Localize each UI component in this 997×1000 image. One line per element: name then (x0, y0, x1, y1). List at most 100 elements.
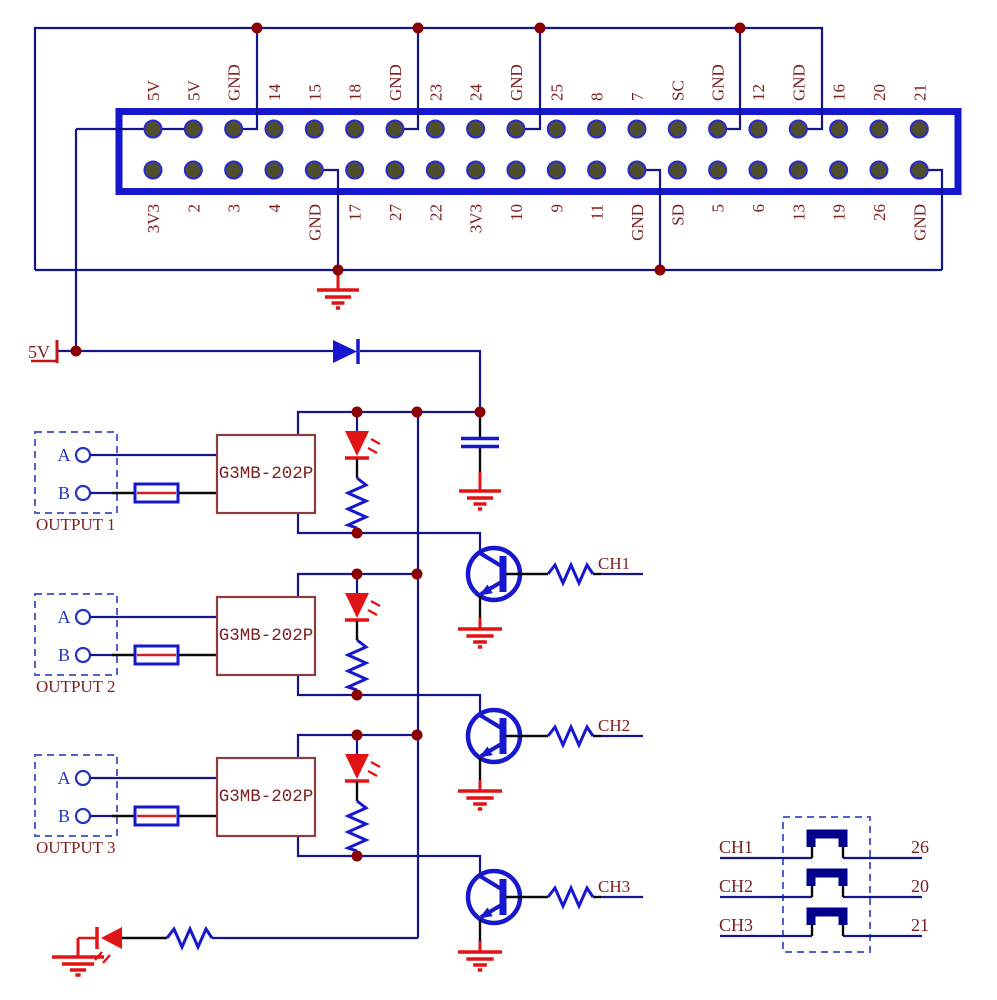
relay-5v-rail (296, 572, 418, 597)
gpio-connector-outline (115, 108, 962, 195)
legend-channel-label: CH1 (719, 837, 753, 857)
jumper-posts (810, 885, 845, 897)
pin-label-top-10: GND (507, 64, 526, 101)
transistor-emitter-arrow (479, 746, 493, 758)
output-label: OUTPUT 2 (36, 677, 116, 696)
junction-dot (351, 729, 363, 741)
resistor (343, 638, 370, 692)
transistor-collector (477, 873, 505, 892)
jumper-bridge (806, 907, 848, 925)
junction-dot (251, 22, 263, 34)
gpio-pin-top (627, 119, 647, 139)
output-terminal-box (34, 431, 118, 514)
pin-label-bottom-14: SD (668, 204, 687, 226)
transistor-collector (477, 550, 505, 569)
pin-label-top-20: 21 (910, 84, 929, 101)
jumper-posts (810, 846, 845, 858)
pin-label-top-8: 23 (426, 84, 445, 101)
gpio-pin-top (466, 119, 486, 139)
pin-label-top-17: GND (789, 64, 808, 101)
pin-label-top-14: SC (668, 80, 687, 101)
pin-label-top-16: 12 (749, 84, 768, 101)
terminal-a-circle (74, 446, 92, 464)
gpio-pin-bottom (264, 160, 284, 180)
gpio-pin-top (385, 119, 405, 139)
pin-label-bottom-10: 10 (507, 204, 526, 221)
diode (333, 340, 357, 363)
pin-label-bottom-11: 9 (547, 204, 566, 213)
led-diode (345, 754, 369, 779)
gpio-pin-top (425, 119, 445, 139)
gpio-pin-bottom (829, 160, 849, 180)
jumper-bridge (806, 829, 848, 847)
junction-dot (351, 406, 363, 418)
output-label: OUTPUT 1 (36, 515, 116, 534)
pin-label-top-7: GND (386, 64, 405, 101)
pin-label-bottom-2: 2 (184, 204, 203, 213)
junction-dot (332, 264, 344, 276)
gpio-pin-bottom (748, 160, 768, 180)
junction-dot (412, 22, 424, 34)
pin-label-bottom-1: 3V3 (144, 204, 163, 233)
gpio-pin-bottom (224, 160, 244, 180)
relay-5v-rail (296, 733, 418, 758)
relay-part-label: G3MB-202P (219, 626, 314, 646)
gpio-pin-top (183, 119, 203, 139)
junction-dot (654, 264, 666, 276)
legend-gpio-label: 20 (911, 876, 929, 896)
pin-label-bottom-8: 22 (426, 204, 445, 221)
led-light-rays (94, 951, 111, 964)
gpio-pin-top (869, 119, 889, 139)
gpio-pin-bottom (627, 160, 647, 180)
pin-label-bottom-4: 4 (265, 204, 284, 213)
gpio-pin-top (708, 119, 728, 139)
gpio-pin-bottom (183, 160, 203, 180)
ssr-relay-box (215, 595, 317, 677)
resistor (343, 476, 370, 530)
pin-label-bottom-13: GND (628, 204, 647, 241)
gpio-pin-top (143, 119, 163, 139)
pin-label-bottom-6: 17 (346, 204, 365, 222)
pin-label-top-9: 24 (467, 84, 486, 102)
gpio-pin-bottom (869, 160, 889, 180)
channel-label: CH3 (598, 877, 630, 896)
pin-label-top-5: 15 (305, 84, 324, 101)
gpio-pin-top (345, 119, 365, 139)
junction-dot (411, 568, 423, 580)
junction-dot (351, 689, 363, 701)
relay-part-label: G3MB-202P (219, 787, 314, 807)
gpio-pin-bottom (466, 160, 486, 180)
junction-dot (351, 850, 363, 862)
jumper-bridge (806, 868, 848, 886)
junction-dot (411, 406, 423, 418)
transistor-emitter-arrow (479, 584, 493, 596)
legend-channel-label: CH2 (719, 876, 753, 896)
gpio-pin-top (829, 119, 849, 139)
resistor (546, 723, 595, 749)
relay-5v-rail (296, 410, 480, 435)
relay-output-rail (296, 836, 482, 876)
resistor (343, 799, 370, 853)
terminal-a-label: A (58, 445, 71, 465)
gpio-pin-top (909, 119, 929, 139)
ssr-relay-box (215, 433, 317, 515)
pin-label-top-1: 5V (144, 80, 163, 102)
transistor-emitter-arrow (479, 907, 493, 919)
relay-output-rail (296, 675, 482, 715)
gpio-pin-bottom (345, 160, 365, 180)
pin-label-bottom-3: 3 (225, 204, 244, 213)
junction-dot (351, 568, 363, 580)
relay-part-label: G3MB-202P (219, 464, 314, 484)
pin-label-top-3: GND (225, 64, 244, 101)
gpio-pin-bottom (304, 160, 324, 180)
pin-label-top-18: 16 (830, 84, 849, 101)
pin-label-bottom-5: GND (305, 204, 324, 241)
gpio-pin-bottom (788, 160, 808, 180)
junction-dot (474, 406, 486, 418)
junction-dot (70, 345, 82, 357)
pin-label-bottom-9: 3V3 (467, 204, 486, 233)
channel-label: CH1 (598, 554, 630, 573)
gpio-pin-bottom (667, 160, 687, 180)
junction-dot (411, 729, 423, 741)
